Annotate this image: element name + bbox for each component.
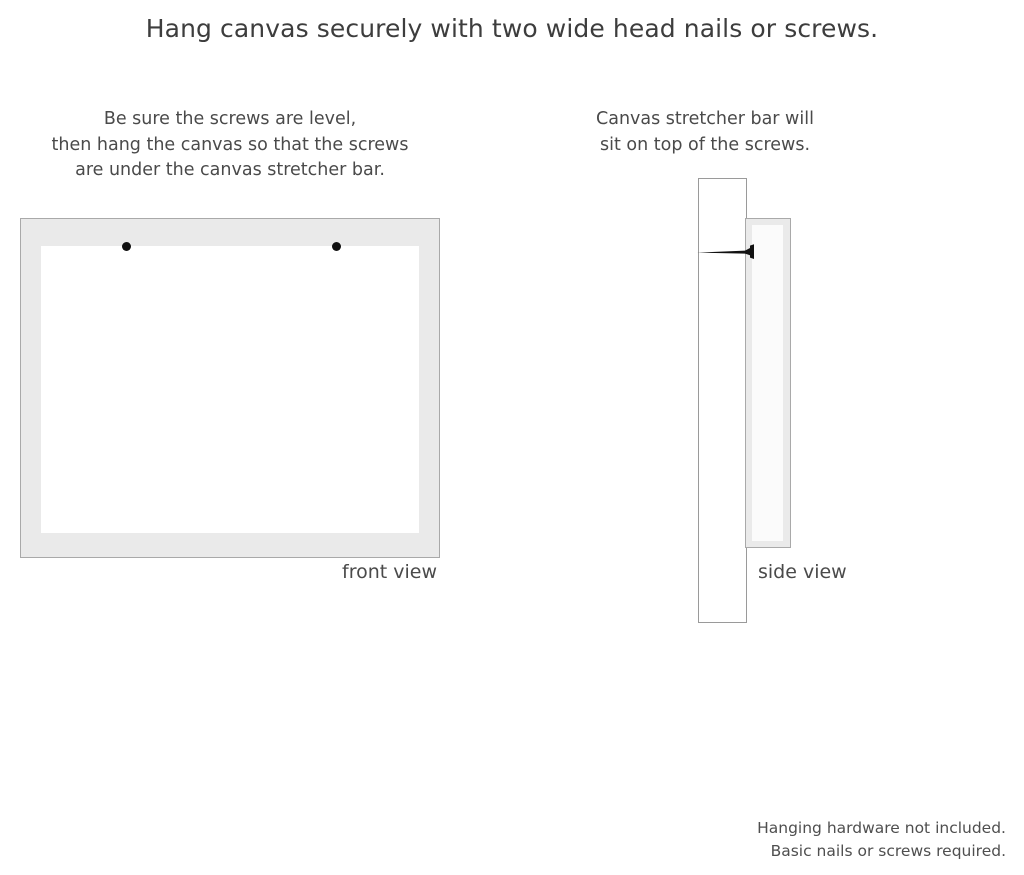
side-view-caption-line-2: sit on top of the screws. <box>599 134 811 155</box>
stretcher-bar-inner-face <box>752 225 783 541</box>
front-view-caption-line-3: are under the canvas stretcher bar. <box>75 160 385 180</box>
footer-line-2: Basic nails or screws required. <box>770 842 1006 860</box>
front-view-diagram <box>20 218 440 558</box>
canvas-stretcher-bar-profile <box>745 218 791 548</box>
side-view-caption: Canvas stretcher bar will sit on top of … <box>570 107 840 158</box>
canvas-face-front <box>41 246 419 533</box>
footer-line-1: Hanging hardware not included. <box>757 819 1006 837</box>
front-view-caption: Be sure the screws are level, then hang … <box>20 107 440 184</box>
front-view-caption-line-1: Be sure the screws are level, <box>103 109 357 129</box>
side-view-caption-line-1: Canvas stretcher bar will <box>596 109 814 129</box>
page-title: Hang canvas securely with two wide head … <box>145 14 879 43</box>
screw-head-left-icon <box>122 242 131 251</box>
screw-head-right-icon <box>332 242 341 251</box>
footer-note: Hanging hardware not included. Basic nai… <box>757 817 1006 863</box>
side-view-label: side view <box>758 561 847 583</box>
screw-profile-icon <box>697 244 754 259</box>
front-view-caption-line-2: then hang the canvas so that the screws <box>51 134 409 155</box>
side-view-diagram <box>690 170 830 630</box>
canvas-frame-front <box>20 218 440 558</box>
front-view-label: front view <box>342 561 437 583</box>
